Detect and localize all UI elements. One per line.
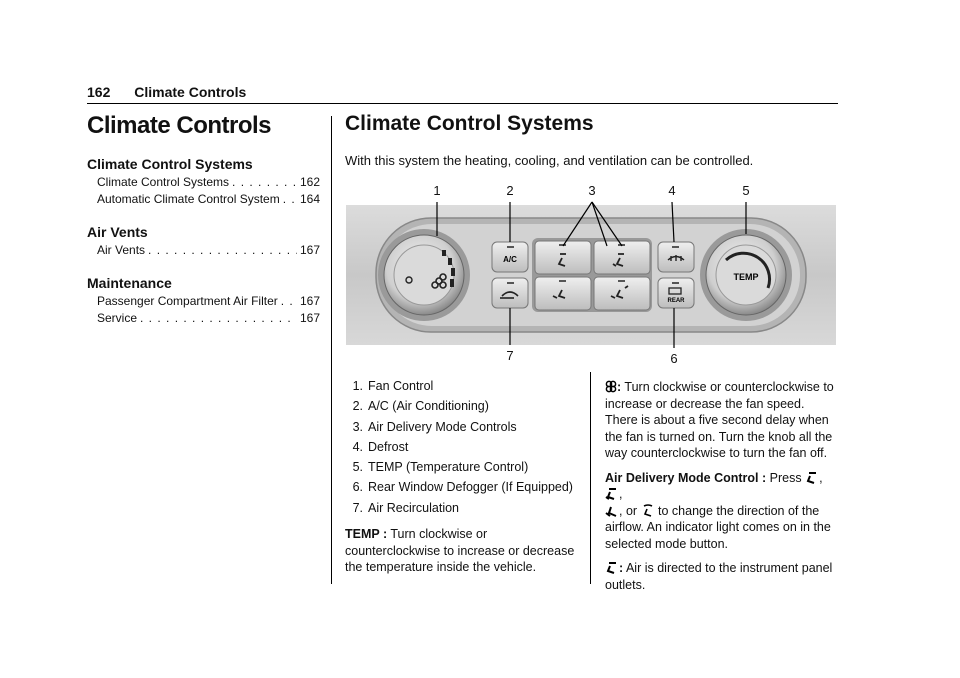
mode-description: Air Delivery Mode Control : Press , , , … [605, 470, 831, 551]
toc-entry-page: 167 [299, 243, 320, 257]
rear-label: REAR [667, 298, 685, 304]
right-column: : Turn clockwise or counterclockwise to … [605, 379, 837, 601]
legend-item: 5.TEMP (Temperature Control) [352, 460, 529, 475]
floor-mode-icon [552, 289, 566, 299]
fan-description: : Turn clockwise or counterclockwise to … [605, 379, 837, 462]
rear-defog-icon [668, 287, 682, 295]
fan-icon [605, 380, 617, 393]
floor-mode-button[interactable] [534, 276, 592, 311]
toc-entry-title: Service [97, 311, 138, 325]
toc-entry-page: 167 [299, 294, 320, 308]
fan-icon [431, 273, 447, 289]
toc-entry-page: 162 [299, 175, 320, 189]
defrost-floor-mode-button[interactable] [593, 276, 651, 311]
defrost-icon [667, 255, 685, 261]
legend-item: 3.Air Delivery Mode Controls [352, 419, 517, 434]
running-section-title: Climate Controls [134, 84, 247, 100]
vent-mode-button[interactable] [534, 240, 592, 275]
toc-heading: Climate Control Systems [87, 156, 253, 172]
vent-mode-icon [606, 562, 616, 574]
fan-term: : [617, 380, 622, 394]
legend-item: 1.Fan Control [352, 379, 434, 393]
toc-entry-page: 167 [299, 311, 320, 325]
fan-control-knob[interactable] [378, 229, 470, 321]
legend-item: 4.Defrost [352, 439, 409, 454]
toc-entry[interactable]: Climate Control Systems 162 [97, 174, 320, 191]
ac-label: A/C [503, 255, 517, 264]
toc-entry-title: Climate Control Systems [97, 175, 230, 189]
toc-heading: Air Vents [87, 224, 148, 240]
temp-control-knob[interactable]: TEMP [700, 229, 792, 321]
header-rule [87, 103, 838, 104]
callout-1: 1 [433, 183, 440, 198]
toc-entry-page: 164 [299, 192, 320, 206]
recirculation-icon [500, 291, 519, 299]
section-title: Climate Control Systems [345, 112, 594, 135]
floor-mode-icon [605, 506, 617, 517]
vent-description: : Air is directed to the instrument pane… [605, 560, 837, 593]
temp-knob-label: TEMP [733, 272, 758, 282]
toc-entry-title: Automatic Climate Control System [97, 192, 280, 206]
vent-text: Air is directed to the instrument panel … [605, 561, 833, 592]
vent-term: : [619, 561, 624, 575]
column-divider [331, 116, 332, 584]
callout-2: 2 [506, 183, 513, 198]
recirculation-button[interactable] [491, 277, 529, 309]
temp-term: TEMP : [345, 527, 388, 542]
legend-item: 6.Rear Window Defogger (If Equipped) [352, 480, 573, 495]
page-number: 162 [87, 84, 111, 100]
callout-6: 6 [670, 351, 677, 366]
figure-legend: 1.Fan Control 2.A/C (Air Conditioning) 3… [345, 376, 575, 588]
temp-description: TEMP : Turn clockwise or counterclockwis… [345, 526, 575, 576]
temp-text: Turn clockwise or counterclockwise to in… [345, 527, 575, 575]
fan-text: Turn clockwise or counterclockwise to in… [605, 380, 834, 460]
toc-entry[interactable]: Automatic Climate Control System 164 [97, 191, 320, 208]
legend-item: 2.A/C (Air Conditioning) [352, 399, 489, 414]
callout-5: 5 [742, 183, 749, 198]
vent-mode-icon [557, 253, 566, 267]
defrost-floor-mode-icon [643, 503, 652, 517]
callout-4: 4 [668, 183, 675, 198]
callout-3: 3 [588, 183, 595, 198]
bi-level-mode-button[interactable] [593, 240, 651, 275]
defrost-button[interactable] [657, 241, 695, 273]
page-header: 162 Climate Controls [87, 84, 246, 100]
ac-button[interactable]: A/C [491, 241, 529, 273]
legend-item: 7.Air Recirculation [352, 500, 460, 515]
callout-7: 7 [506, 348, 513, 363]
bi-level-mode-icon [612, 253, 624, 267]
vent-mode-icon [806, 471, 817, 484]
climate-panel-figure: A/C REAR [346, 183, 836, 366]
column-divider [590, 372, 591, 584]
toc-entry[interactable]: Air Vents 167 [97, 242, 320, 259]
toc-heading: Maintenance [87, 275, 172, 291]
chapter-title: Climate Controls [87, 112, 272, 139]
defrost-floor-mode-icon [610, 285, 629, 299]
toc-entry[interactable]: Service 167 [97, 310, 320, 327]
section-toc: Climate Controls Climate Control Systems… [87, 112, 320, 327]
rear-defog-button[interactable]: REAR [657, 277, 695, 309]
toc-entry[interactable]: Passenger Compartment Air Filter 167 [97, 293, 320, 310]
mode-text: to change the direction of the airflow. … [605, 503, 831, 551]
toc-entry-title: Air Vents [97, 243, 146, 257]
intro-text: With this system the heating, cooling, a… [345, 153, 754, 168]
toc-entry-title: Passenger Compartment Air Filter [97, 294, 278, 308]
mode-term: Air Delivery Mode Control : [605, 470, 767, 485]
bi-level-mode-icon [605, 488, 616, 500]
